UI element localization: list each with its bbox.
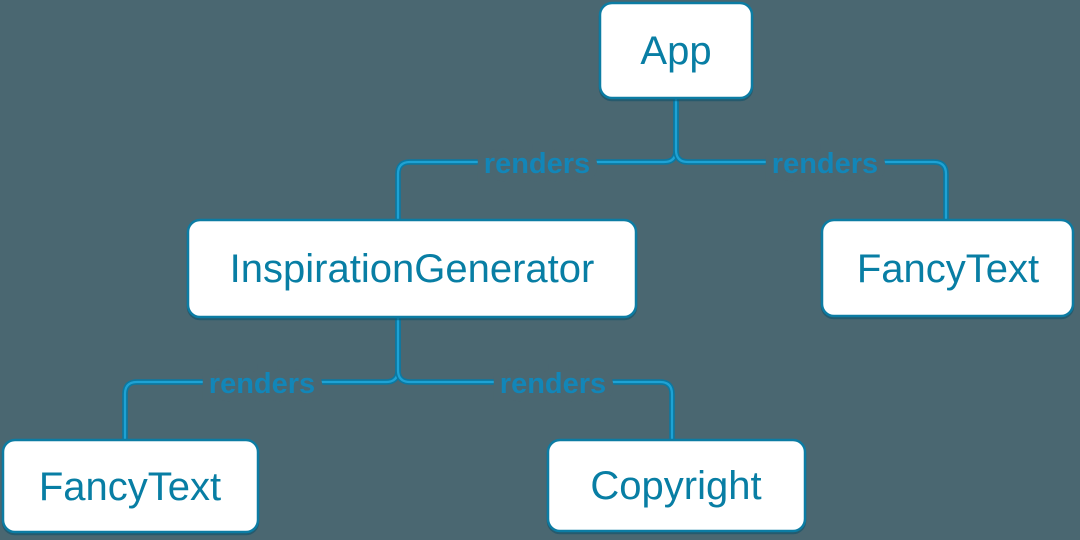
edge-label-renders: renders — [209, 368, 315, 400]
node-app-box — [598, 1, 754, 100]
node-app-label: App — [640, 29, 711, 73]
edges: renders renders renders renders — [122, 98, 949, 441]
node-fancy-text-bottom: FancyText — [1, 438, 260, 534]
node-fancy-text-bottom-box — [1, 438, 260, 534]
node-copyright: Copyright — [546, 438, 807, 533]
node-copyright-label: Copyright — [590, 464, 761, 508]
node-inspiration-generator: InspirationGenerator — [186, 218, 638, 319]
edge-app-fancytext: renders — [673, 98, 949, 221]
edge-inspirationgenerator-copyright-line-highlight — [396, 317, 674, 441]
edge-label-renders: renders — [500, 368, 606, 400]
node-app: App — [598, 1, 754, 100]
node-copyright-box — [546, 438, 807, 533]
node-inspiration-generator-box — [186, 218, 638, 319]
edge-label-renders: renders — [772, 148, 878, 180]
node-fancy-text-top-label: FancyText — [857, 247, 1039, 291]
node-inspiration-generator-label: InspirationGenerator — [230, 247, 595, 291]
node-fancy-text-bottom-label: FancyText — [39, 465, 221, 509]
edge-app-fancytext-line-highlight — [674, 98, 948, 221]
edge-label-renders: renders — [484, 148, 590, 180]
node-fancy-text-top: FancyText — [820, 218, 1075, 318]
node-fancy-text-top-box — [820, 218, 1075, 318]
